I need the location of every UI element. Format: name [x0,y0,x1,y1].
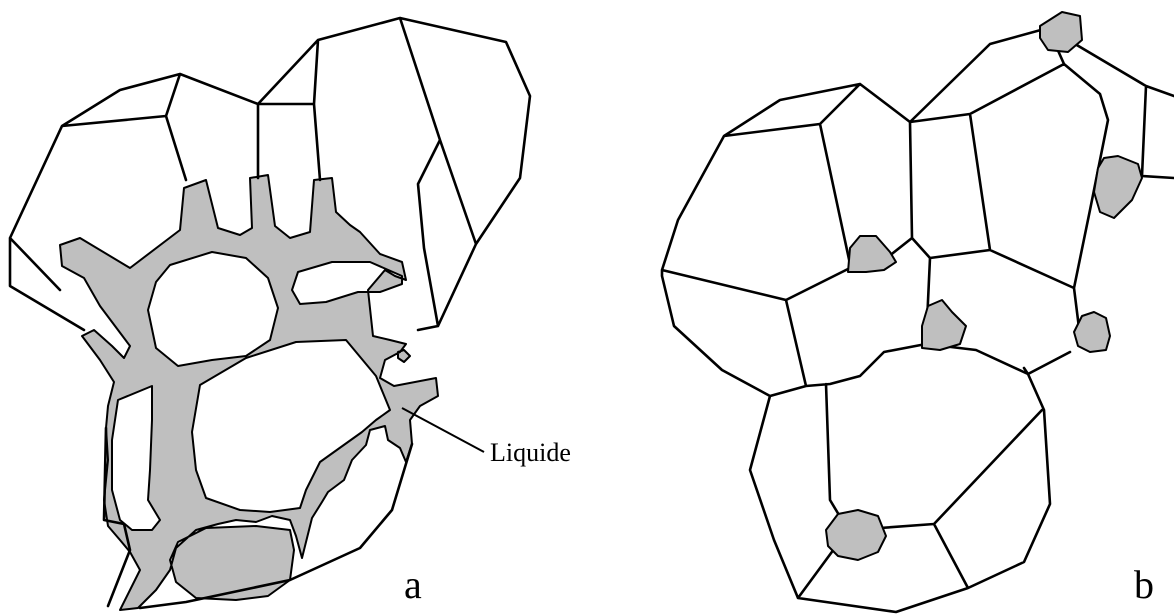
liquid-pocket [922,300,966,350]
grain-boundaries-a [10,18,530,608]
liquid-callout-label: Liquide [490,438,571,467]
liquid-pocket [848,236,896,272]
panel-a-letter: a [404,562,422,607]
panel-b [662,12,1174,612]
liquid-pocket [826,510,886,560]
liquid-pocket [1040,12,1082,52]
callout-leader-line [402,408,484,452]
panel-b-letter: b [1134,562,1154,607]
liquid-network [60,175,438,610]
panel-a [10,18,530,610]
liquid-pocket [1094,156,1142,218]
liquid-pocket [1074,312,1110,352]
